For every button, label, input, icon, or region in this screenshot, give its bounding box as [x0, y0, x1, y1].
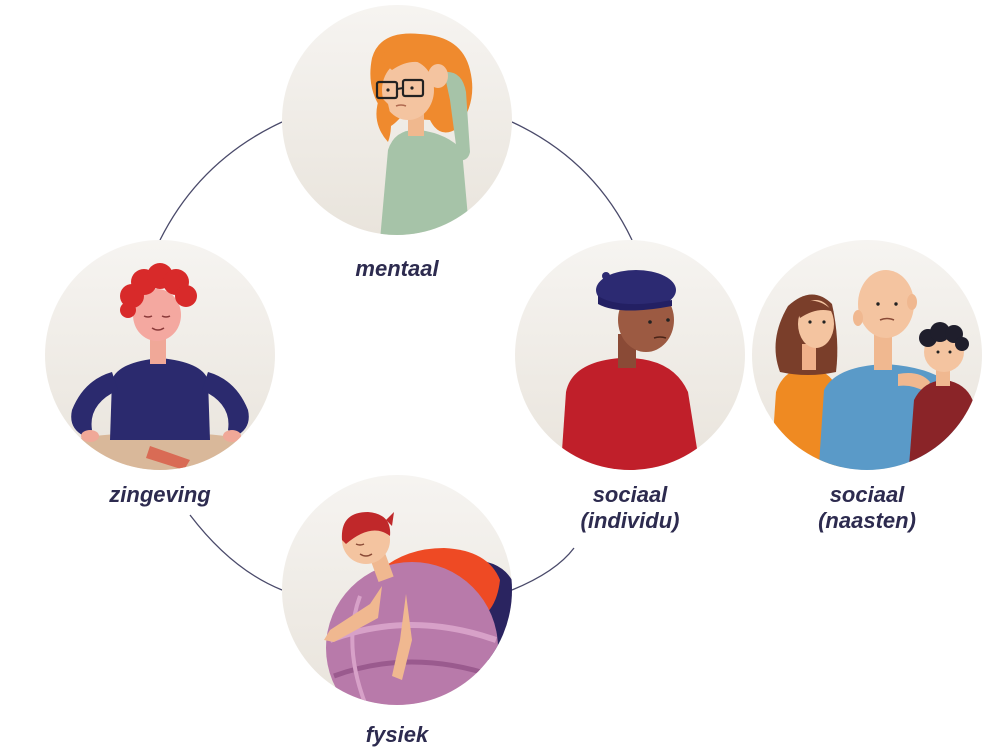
- label-sociaal-individu-line2: (individu): [580, 508, 680, 533]
- label-sociaal-naasten-line2: (naasten): [818, 508, 916, 533]
- label-fysiek: fysiek: [297, 722, 497, 748]
- node-sociaal-individu: [515, 240, 745, 470]
- label-mentaal-line1: mentaal: [355, 256, 439, 281]
- connection-mentaal-zingeving: [159, 121, 283, 241]
- connection-mentaal-sociaal-individu: [511, 121, 633, 241]
- label-sociaal-individu-line1: sociaal: [592, 482, 668, 507]
- label-mentaal: mentaal: [297, 256, 497, 282]
- node-mentaal: [282, 5, 512, 235]
- connection-zingeving-fysiek: [189, 514, 283, 591]
- label-sociaal-naasten-line1: sociaal: [829, 482, 905, 507]
- person-glasses-illustration: [370, 33, 473, 235]
- node-fysiek: [282, 475, 512, 705]
- label-sociaal-naasten: sociaal (naasten): [767, 482, 967, 534]
- node-sociaal-naasten: [752, 240, 982, 470]
- person-beret-illustration: [560, 270, 702, 470]
- connection-fysiek-sociaal-individu: [511, 547, 575, 591]
- label-zingeving-line1: zingeving: [109, 482, 211, 507]
- label-zingeving: zingeving: [60, 482, 260, 508]
- label-sociaal-individu: sociaal (individu): [530, 482, 730, 534]
- node-zingeving: [45, 240, 275, 470]
- label-fysiek-line1: fysiek: [365, 722, 429, 747]
- connection-lines: [159, 121, 633, 591]
